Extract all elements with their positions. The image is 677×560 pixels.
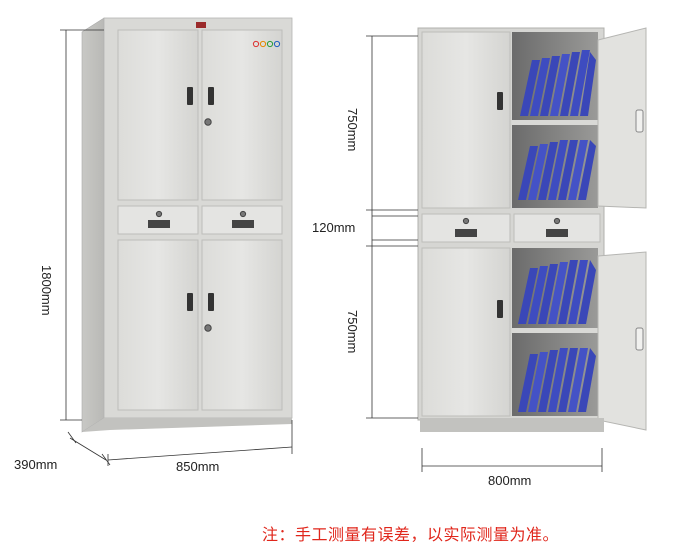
lock-lower [204,324,212,332]
dimension-upper-section: 750mm [345,108,360,151]
open-cabinet [417,27,647,432]
lower-right-door [201,239,283,411]
open-drawer-handle-left [455,229,477,237]
open-drawer-handle-right [546,229,568,237]
binders-row-2 [518,140,596,200]
closed-cabinet [81,17,293,433]
drawer-lock-left [155,210,163,218]
cabinet-side-panel [81,17,105,433]
right-dimension-lines [366,35,603,472]
door-handle-upper-open [635,109,644,133]
dimension-drawer-section: 120mm [312,220,355,235]
brand-plate [196,22,206,28]
dimension-lower-section: 750mm [345,310,360,353]
cabinet-base [82,418,292,432]
dimension-width-inner: 800mm [488,473,531,488]
upper-shelf [512,120,598,125]
handle-upper-right [208,87,214,105]
dimension-height-total: 1800mm [39,265,54,316]
upper-right-door [201,29,283,201]
open-cabinet-base [420,418,604,432]
handle-upper-left [187,87,193,105]
upper-left-door [117,29,199,201]
measurement-note: 注：手工测量有误差，以实际测量为准。 [262,525,560,544]
open-upper-left-door [421,31,511,209]
binders-row-3 [518,260,596,324]
lock-upper [204,118,212,126]
open-drawer-lock-left [462,217,470,225]
binders-row-1 [520,50,596,116]
open-drawer-lock-right [553,217,561,225]
lower-shelf [512,328,598,333]
left-dimension-lines [60,29,293,466]
upper-open-door [597,27,647,209]
open-handle-lower [497,300,503,318]
drawer-handle-right [232,220,254,228]
open-handle-upper [497,92,503,110]
lower-left-door [117,239,199,411]
door-handle-lower-open [635,327,644,351]
binders-row-4 [518,348,596,412]
drawer-handle-left [148,220,170,228]
brand-logo [252,40,281,48]
handle-lower-right [208,293,214,311]
dimension-depth: 390mm [14,457,57,472]
open-lower-left-door [421,247,511,417]
drawer-lock-right [239,210,247,218]
handle-lower-left [187,293,193,311]
dimension-width-outer: 850mm [176,459,219,474]
lower-open-door [597,251,647,431]
